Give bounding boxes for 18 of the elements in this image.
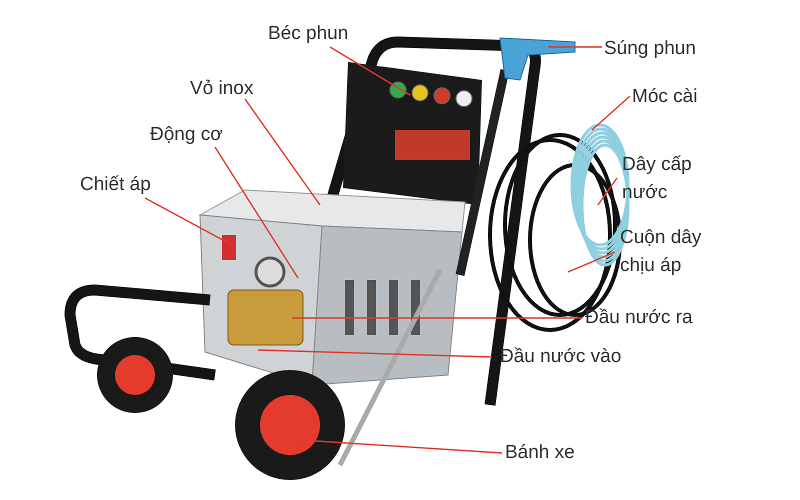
part-label: Chiết áp [80,173,151,197]
part-label: Cuộn dây chịu áp [620,226,702,278]
leader-line [144,197,232,246]
part-label: Móc cài [632,85,698,109]
leader-line [258,349,492,358]
part-label: Đầu nước ra [585,306,693,330]
part-label: Béc phun [268,22,348,46]
leader-line [592,95,630,131]
part-label: Dây cấp nước [622,153,693,205]
leader-line [597,178,618,206]
leader-line [214,146,299,278]
part-label: Vỏ inox [190,77,254,101]
part-label: Bánh xe [505,441,575,465]
part-label: Súng phun [604,37,696,61]
leader-line [548,46,602,48]
leader-line [330,46,410,96]
part-label: Động cơ [150,123,223,147]
leader-line [244,98,321,206]
